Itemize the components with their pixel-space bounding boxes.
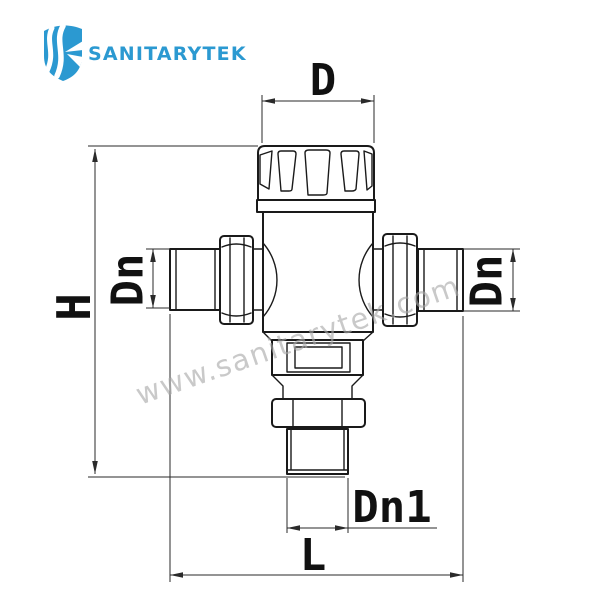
dimension-dn-right: Dn [462, 248, 520, 312]
dimension-h: H [47, 145, 345, 478]
dim-label-dn1: Dn1 [352, 482, 431, 533]
knob-ridge [259, 150, 273, 190]
body-shoulders [262, 331, 374, 342]
right-nut-chamfer-arcs [384, 242, 416, 318]
knob-ridge [340, 150, 360, 192]
dimension-annotations: D H Dn Dn Dn1 [47, 55, 520, 582]
shield-icon [44, 23, 83, 81]
dimension-d: D [261, 55, 375, 143]
right-port-chamfers [423, 249, 458, 311]
left-port-chamfers [175, 249, 216, 310]
right-nut-facets [392, 235, 408, 325]
knob-cap [257, 145, 375, 201]
dim-label-d: D [310, 55, 337, 106]
port-neck-lines [252, 248, 384, 311]
dim-label-h: H [47, 293, 101, 321]
bottom-port-thread [286, 428, 349, 475]
dim-label-l: L [300, 530, 327, 581]
valve-body [252, 211, 384, 400]
bottom-hex-nut [271, 398, 366, 428]
knob-ridge [277, 150, 297, 192]
bottom-port-chamfers [287, 429, 348, 471]
knob-ridge [304, 149, 331, 196]
bottom-nut-facets [292, 399, 343, 427]
body-dome-left [262, 242, 278, 318]
right-union-nut [382, 233, 418, 327]
dim-label-dn-left: Dn [103, 254, 154, 307]
brand-name: SANITARYTEK [88, 43, 247, 65]
left-nut-facets [229, 237, 245, 323]
label-window [294, 346, 343, 369]
bottom-port-assembly [271, 398, 366, 475]
extension-lines-dn-left [146, 248, 170, 309]
extension-lines-l [169, 314, 464, 582]
knob-collar [256, 199, 376, 213]
brand-logo: SANITARYTEK [44, 23, 247, 81]
body-block [262, 211, 374, 333]
dimension-l: L [169, 314, 464, 582]
shield-swoosh-right [54, 23, 66, 79]
valve-knob [256, 145, 376, 213]
left-port-thread [169, 248, 224, 311]
body-taper [271, 374, 364, 400]
left-union-nut [219, 235, 254, 325]
right-port-assembly [382, 233, 464, 327]
left-nut-chamfer-arcs [221, 243, 252, 317]
left-port-assembly [169, 235, 254, 325]
extension-lines-h [88, 145, 345, 478]
shield-notch-upper [65, 41, 83, 52]
shield-swoosh-left [44, 25, 55, 74]
dim-label-dn-right: Dn [462, 255, 513, 308]
label-window-frame [286, 342, 351, 373]
right-port-thread [417, 248, 464, 312]
mixing-valve [169, 145, 464, 475]
shield-notch-lower [67, 54, 83, 67]
knob-ridge [363, 150, 373, 191]
body-dome-right [358, 242, 374, 318]
extension-lines-dn1 [286, 478, 349, 533]
dimension-dn1: Dn1 [286, 478, 437, 533]
dimension-dn-left: Dn [103, 248, 170, 309]
